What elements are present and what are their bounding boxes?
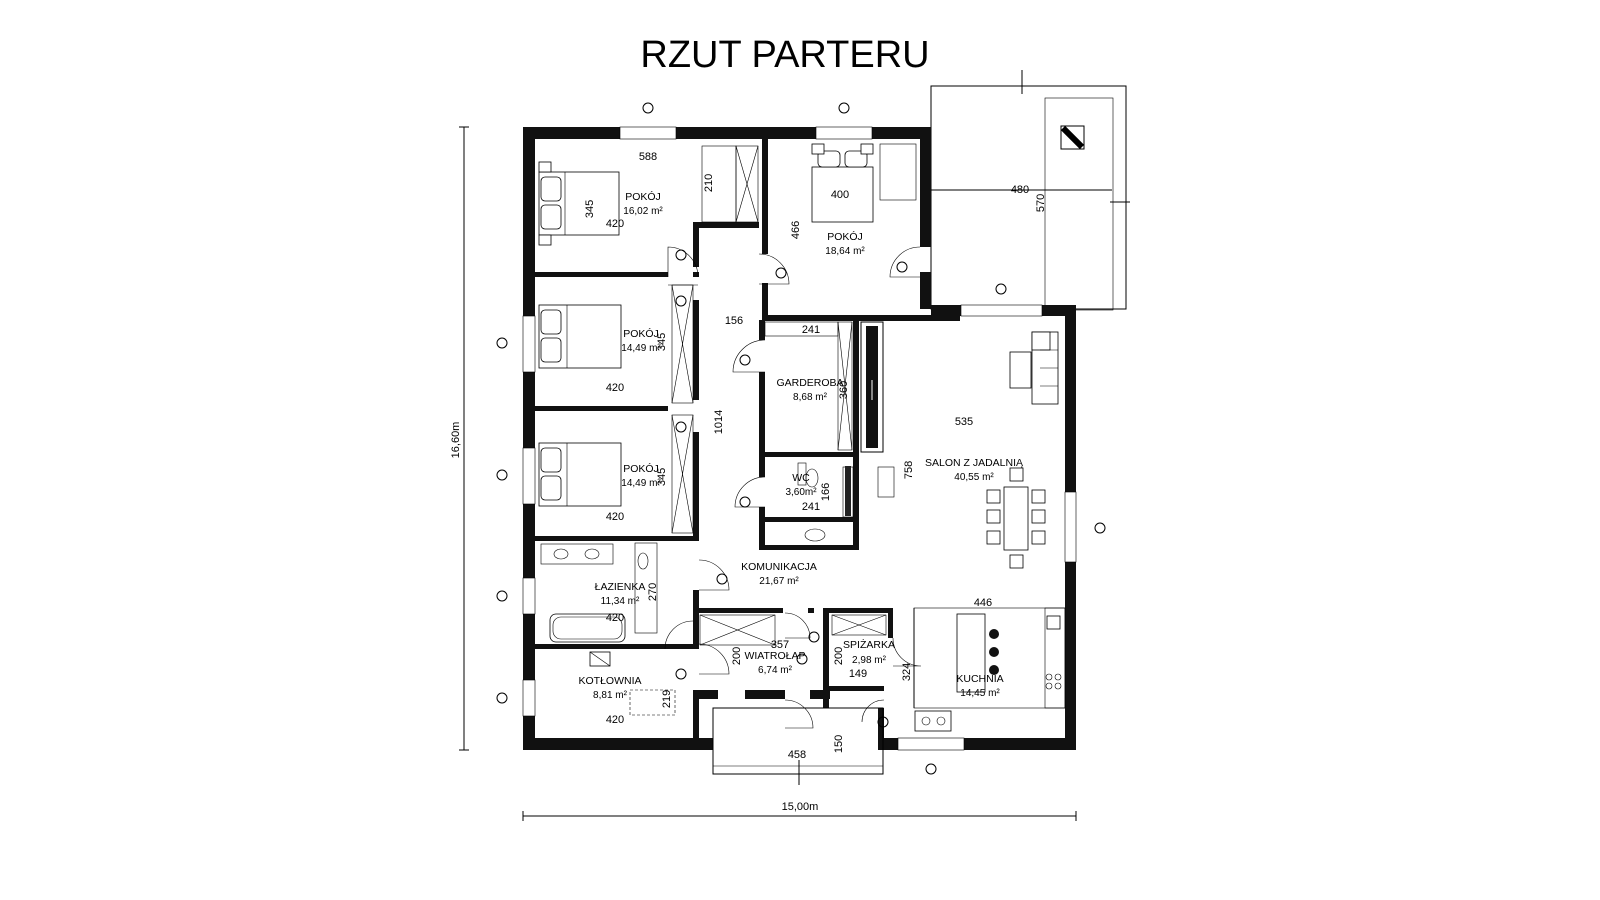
inner-walls <box>535 139 960 740</box>
room-pokoj-4-area: 14,49 m² <box>621 478 661 489</box>
room-wc-name: WC <box>792 472 810 484</box>
dim-458: 458 <box>788 749 806 761</box>
dim-420c: 420 <box>606 511 624 523</box>
dim-588: 588 <box>639 151 657 163</box>
dim-345b: 345 <box>656 333 668 351</box>
outer-walls <box>522 126 1077 751</box>
dim-480: 480 <box>1011 184 1029 196</box>
room-spizarka-area: 2,98 m² <box>852 655 887 666</box>
room-garderoba-area: 8,68 m² <box>793 392 828 403</box>
room-wc-area: 3,60m² <box>785 487 817 498</box>
dim-241b: 241 <box>802 501 820 513</box>
overall-dimensions: 15,00m 16,60m <box>450 126 1077 821</box>
dim-420a: 420 <box>606 218 624 230</box>
dim-357: 357 <box>771 639 789 651</box>
dim-400: 400 <box>831 189 849 201</box>
dim-758: 758 <box>903 461 915 479</box>
room-komunikacja-name: KOMUNIKACJA <box>741 561 817 573</box>
dim-1014: 1014 <box>713 410 725 434</box>
dim-466: 466 <box>790 221 802 239</box>
room-salon-name: SALON Z JADALNIĄ <box>925 457 1024 469</box>
room-kotlownia-area: 8,81 m² <box>593 690 628 701</box>
room-salon-area: 40,55 m² <box>954 472 994 483</box>
room-pokoj-1-name: POKÓJ <box>625 190 661 203</box>
dim-150: 150 <box>833 735 845 753</box>
dim-420e: 420 <box>606 714 624 726</box>
overall-width-label: 15,00m <box>782 801 819 813</box>
doors <box>664 246 922 729</box>
dim-420b: 420 <box>606 382 624 394</box>
room-komunikacja-area: 21,67 m² <box>759 576 799 587</box>
room-wiatrolap-name: WIATROŁAP <box>744 650 805 662</box>
dim-200a: 200 <box>731 647 743 665</box>
room-pokoj-1-area: 16,02 m² <box>623 206 663 217</box>
dim-166: 166 <box>820 483 832 501</box>
dim-324: 324 <box>901 663 913 681</box>
dim-345c: 345 <box>656 468 668 486</box>
interior-dimensions: 588 210 345 420 400 466 480 570 156 241 … <box>584 151 1047 761</box>
window-marker <box>496 102 1106 775</box>
dim-446: 446 <box>974 597 992 609</box>
room-lazienka-area: 11,34 m² <box>601 596 640 607</box>
dim-535: 535 <box>955 416 973 428</box>
room-wiatrolap-area: 6,74 m² <box>758 665 793 676</box>
door-marker <box>675 249 908 728</box>
room-garderoba-name: GARDEROBA <box>776 377 843 389</box>
dim-156: 156 <box>725 315 743 327</box>
furniture <box>538 143 1066 785</box>
dim-345a: 345 <box>584 200 596 218</box>
dim-241a: 241 <box>802 324 820 336</box>
dim-270: 270 <box>647 583 659 601</box>
dim-360: 360 <box>838 381 850 399</box>
room-labels: POKÓJ 16,02 m² POKÓJ 18,64 m² POKÓJ 14,4… <box>578 190 1024 701</box>
room-pokoj-3-name: POKÓJ <box>623 327 659 340</box>
room-kotlownia-name: KOTŁOWNIA <box>578 675 641 687</box>
room-pokoj-4-name: POKÓJ <box>623 462 659 475</box>
dim-570: 570 <box>1035 194 1047 212</box>
plan-title: RZUT PARTERU <box>640 34 929 76</box>
dim-219: 219 <box>661 690 673 708</box>
room-spizarka-name: SPIŻARKA <box>843 638 895 651</box>
dim-149: 149 <box>849 668 867 680</box>
overall-height-label: 16,60m <box>450 422 462 459</box>
dim-420d: 420 <box>606 612 624 624</box>
room-kuchnia-area: 14,45 m² <box>960 688 1000 699</box>
room-lazienka-name: ŁAZIENKA <box>595 581 646 593</box>
room-pokoj-2-area: 18,64 m² <box>825 246 865 257</box>
dim-210: 210 <box>703 174 715 192</box>
markers <box>496 102 1106 775</box>
terrace <box>930 70 1130 311</box>
room-pokoj-3-area: 14,49 m² <box>621 343 661 354</box>
room-kuchnia-name: KUCHNIA <box>956 673 1003 685</box>
dim-200b: 200 <box>833 647 845 665</box>
room-pokoj-2-name: POKÓJ <box>827 230 863 243</box>
